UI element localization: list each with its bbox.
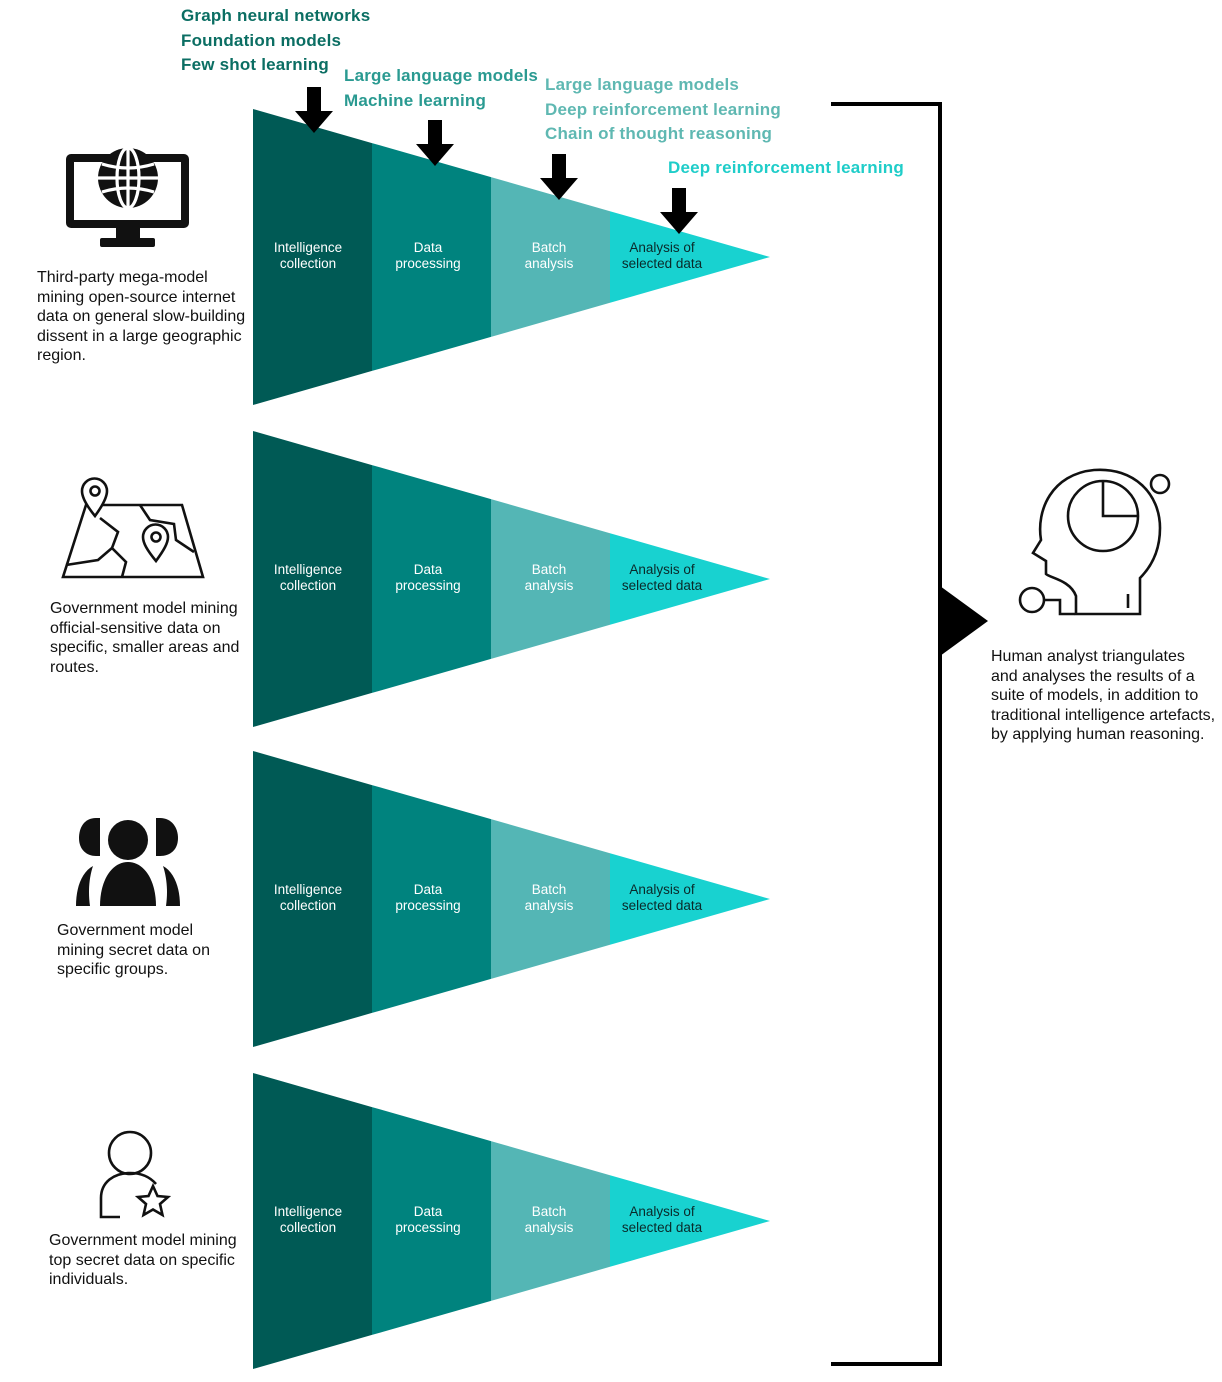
stage-label-line: Data [413,562,443,577]
techniques-stage3: Large language models Deep reinforcement… [545,73,781,147]
stage-label-line: Intelligence [273,240,343,255]
stage-label-line: Batch [531,882,567,897]
funnel-stage-4 [610,533,770,625]
technique-item: Large language models [344,66,539,85]
technique-item: Graph neural networks [181,6,371,25]
stage-label-line: Data [413,240,443,255]
technique-item: Deep reinforcement learning [545,99,781,119]
funnel-stage-3 [491,177,610,337]
stage-label-line: Batch [531,240,567,255]
down-arrow-icon [416,120,454,166]
stage-label-line: Batch [531,1204,567,1219]
stage-label-line: Analysis of [629,240,695,255]
funnel-stage-3 [491,499,610,659]
stage-label-line: Batch [531,562,567,577]
pipeline-funnel [253,109,770,405]
funnel-stage-1 [253,109,372,405]
stage-label-line: selected data [621,1220,703,1235]
stage-label-line: collection [279,1220,337,1235]
stage-label-line: Analysis of [629,1204,695,1219]
stage-label-line: Intelligence [273,1204,343,1219]
stage-label-line: collection [279,256,337,271]
funnel-stage-2 [372,1107,491,1335]
stage-label-line: collection [279,898,337,913]
head-chart-icon [1018,468,1171,616]
stage-label-line: analysis [524,256,574,271]
funnel-stage-2 [372,143,491,371]
stage-label-line: processing [395,898,461,913]
techniques-stage2: Large language models Machine learning [344,64,538,113]
techniques-stage4: Deep reinforcement learning [668,156,904,181]
group-people-icon [76,818,180,906]
funnel-stage-3 [491,819,610,979]
down-arrow-icon [660,188,698,234]
funnel-stage-1 [253,1073,372,1369]
pipeline-funnel [253,1073,770,1369]
stage-label-line: processing [395,1220,461,1235]
stage-label-line: Analysis of [629,882,695,897]
funnel-stage-4 [610,1175,770,1267]
stage-label-line: Data [413,1204,443,1219]
funnel-stage-2 [372,465,491,693]
funnel-stage-1 [253,431,372,727]
map-pins-icon [61,477,205,579]
model-description: Government model mining official-sensiti… [50,600,240,676]
funnel-stage-4 [610,853,770,945]
stage-label-line: processing [395,256,461,271]
technique-item: Large language models [545,75,740,94]
funnel-stage-3 [491,1141,610,1301]
stage-label-line: Intelligence [273,562,343,577]
model-description: Government model mining top secret data … [49,1232,237,1288]
convergence-bracket [831,102,988,1366]
down-arrow-icon [295,87,333,133]
technique-item: Chain of thought reasoning [545,124,773,143]
funnel-stage-1 [253,751,372,1047]
technique-item: Machine learning [344,90,487,110]
analyst-description: Human analyst triangulates and analyses … [991,648,1216,743]
funnel-stage-2 [372,785,491,1013]
person-star-icon [99,1130,172,1219]
model-description: Third-party mega-model mining open-sourc… [37,269,246,364]
techniques-stage1: Graph neural networks Foundation models … [181,4,370,78]
model-description: Government model mining secret data on s… [57,922,210,978]
technique-item: Deep reinforcement learning [668,158,904,177]
stage-label-line: processing [395,578,461,593]
technique-item: Few shot learning [181,55,329,74]
stage-label-line: selected data [621,898,703,913]
pipeline-funnel [253,751,770,1047]
stage-label-line: analysis [524,578,574,593]
stage-label-line: collection [279,578,337,593]
stage-label-line: analysis [524,1220,574,1235]
stage-label-line: analysis [524,898,574,913]
stage-label-line: Data [413,882,443,897]
stage-label-line: Analysis of [629,562,695,577]
monitor-globe-icon [66,146,189,247]
stage-label-line: selected data [621,578,703,593]
down-arrow-icon [540,154,578,200]
funnel-stage-4 [610,211,770,303]
right-pointer-icon [940,586,988,656]
stage-label-line: selected data [621,256,703,271]
pipeline-funnel [253,431,770,727]
stage-label-line: Intelligence [273,882,343,897]
technique-item: Foundation models [181,30,342,50]
